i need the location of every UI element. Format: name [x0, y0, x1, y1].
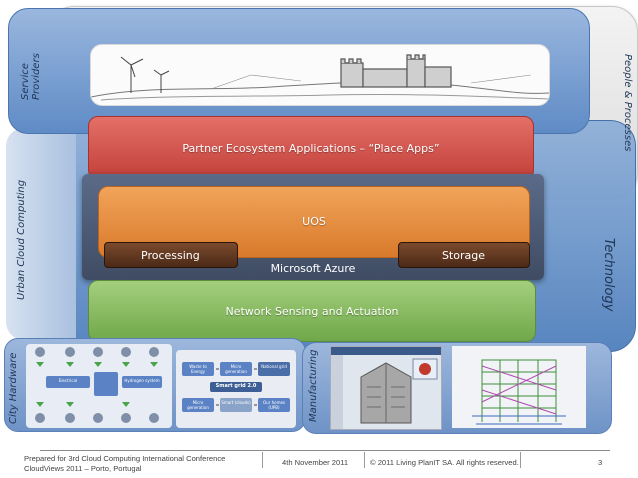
processing-label: Processing: [141, 248, 200, 262]
people-processes-label: People & Processes: [622, 54, 633, 152]
smart-grid-title: Smart grid 2.0: [215, 383, 257, 389]
storage-label: Storage: [441, 248, 485, 262]
partner-apps-label: Partner Ecosystem Applications – “Place …: [182, 141, 440, 155]
footer-line-1: Prepared for 3rd Cloud Computing Interna…: [24, 454, 226, 463]
footer-divider: [40, 450, 610, 451]
smart-grid-diagram: Waste to Energy Micro generation Nationa…: [176, 350, 296, 428]
footer-date: 4th November 2011: [282, 458, 349, 467]
electrical-label: Electrical: [58, 378, 78, 383]
urban-cloud-label: Urban Cloud Computing: [16, 179, 27, 300]
grid-box-2: Micro generation: [225, 364, 247, 374]
grid-box-6: Our homes (UPB): [262, 400, 286, 410]
processing-tab: Processing: [104, 242, 238, 268]
manufacturing-label: Manufacturing: [308, 349, 319, 422]
footer-separator-2: [364, 452, 365, 468]
hydrogen-label: Hydrogen system: [124, 378, 160, 383]
service-providers-label: Service Providers: [20, 53, 42, 100]
cad-building-screenshot: [330, 346, 442, 430]
grid-box-5: Smart (clouds): [221, 400, 251, 405]
partner-apps-layer: Partner Ecosystem Applications – “Place …: [88, 116, 534, 180]
uos-label: UOS: [302, 215, 326, 228]
grid-box-4: Micro generation: [187, 400, 209, 410]
building-frame-render: [452, 346, 586, 428]
footer-separator-1: [262, 452, 263, 468]
storage-tab: Storage: [398, 242, 530, 268]
city-hardware-label: City Hardware: [8, 352, 19, 424]
network-sensing-label: Network Sensing and Actuation: [225, 304, 399, 318]
network-sensing-layer: Network Sensing and Actuation: [88, 280, 536, 342]
technology-label: Technology: [601, 238, 616, 312]
castle-sketch-image: [90, 44, 550, 106]
grid-box-3: National grid: [261, 364, 287, 369]
city-hardware-diagram: Electrical Hydrogen system: [26, 344, 172, 428]
microsoft-azure-label: Microsoft Azure: [270, 262, 356, 275]
page-number: 3: [598, 458, 603, 467]
urban-cloud-frame: [6, 128, 76, 340]
footer-copyright: © 2011 Living PlanIT SA. All rights rese…: [370, 458, 519, 467]
footer-separator-3: [520, 452, 521, 468]
grid-box-1: Waste to Energy: [189, 364, 207, 374]
footer-line-2: CloudViews 2011 – Porto, Portugal: [24, 464, 142, 473]
